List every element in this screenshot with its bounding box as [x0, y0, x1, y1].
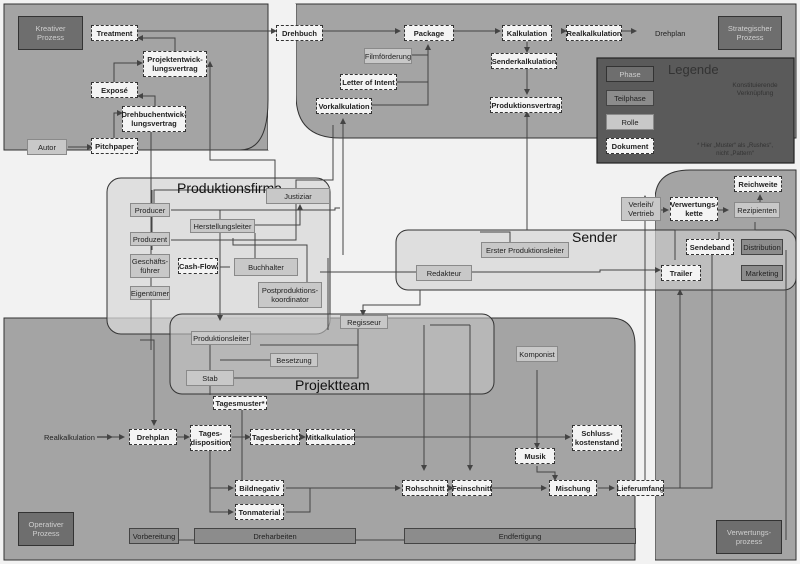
subphase-endfertigung: Endfertigung	[404, 528, 636, 544]
doc-mischung[interactable]: Mischung	[549, 480, 597, 496]
doc-drehbuchentwicklungsvertrag[interactable]: Drehbuchentwick- lungsvertrag	[122, 106, 187, 132]
region-label-verwertung: Verwertungs- prozess	[716, 520, 782, 554]
doc-tonmaterial[interactable]: Tonmaterial	[235, 504, 284, 520]
doc-verwertungskette[interactable]: Verwertungs- kette	[670, 197, 718, 221]
role-produzent[interactable]: Produzent	[130, 232, 170, 246]
legend-title: Legende	[668, 62, 719, 77]
doc-mitkalkulation[interactable]: Mitkalkulation	[306, 429, 356, 445]
role-filmfoerderung[interactable]: Filmförderung	[364, 48, 412, 64]
doc-tagesbericht[interactable]: Tagesbericht	[250, 429, 300, 445]
doc-schlusskostenstand[interactable]: Schluss- kostenstand	[572, 425, 622, 451]
role-besetzung[interactable]: Besetzung	[270, 353, 318, 367]
role-herstellungsleiter[interactable]: Herstellungsleiter	[190, 219, 255, 233]
role-verleih-vertrieb[interactable]: Verleih/ Vertrieb	[621, 197, 661, 221]
doc-realkalkulation[interactable]: Realkalkulation	[566, 25, 622, 41]
role-rezipienten[interactable]: Rezipienten	[734, 202, 780, 218]
doc-bildnegativ[interactable]: Bildnegativ	[235, 480, 284, 496]
role-buchhalter[interactable]: Buchhalter	[234, 258, 298, 276]
role-redakteur[interactable]: Redakteur	[416, 265, 472, 281]
group-title-produktionsfirma: Produktionsfirma	[177, 180, 283, 196]
doc-pitchpaper[interactable]: Pitchpaper	[91, 138, 138, 154]
label-realkalkulation-in: Realkalkulation	[44, 433, 95, 442]
role-producer[interactable]: Producer	[130, 203, 170, 217]
legend-dokument: Dokument	[606, 138, 654, 154]
role-stab[interactable]: Stab	[186, 370, 234, 386]
role-eigentuemer[interactable]: Eigentümer	[130, 286, 170, 300]
doc-treatment[interactable]: Treatment	[91, 25, 138, 41]
region-label-strategisch: Strategischer Prozess	[718, 16, 782, 50]
doc-tagesmuster[interactable]: Tagesmuster*	[213, 396, 267, 410]
subphase-dreharbeiten: Dreharbeiten	[194, 528, 356, 544]
doc-senderkalkulation[interactable]: Senderkalkulation	[491, 53, 557, 69]
role-postproduktionskoordinator[interactable]: Postproduktions- koordinator	[258, 282, 322, 308]
doc-cash-flow[interactable]: Cash-Flow	[178, 258, 218, 274]
legend-teilphase: Teilphase	[606, 90, 654, 106]
doc-drehplan[interactable]: Drehplan	[129, 429, 177, 445]
doc-produktionsvertrag[interactable]: Produktionsvertrag	[490, 97, 562, 113]
legend-phase: Phase	[606, 66, 654, 82]
doc-drehbuch[interactable]: Drehbuch	[276, 25, 323, 41]
doc-sendeband[interactable]: Sendeband	[686, 239, 734, 255]
legend-rolle: Rolle	[606, 114, 654, 130]
doc-kalkulation[interactable]: Kalkulation	[502, 25, 552, 41]
doc-projektentwicklungsvertrag[interactable]: Projektentwick- lungsvertrag	[143, 51, 207, 77]
subphase-marketing: Marketing	[741, 265, 783, 281]
region-label-operativ: Operativer Prozess	[18, 512, 74, 546]
doc-letter-of-intent[interactable]: Letter of Intent	[340, 74, 397, 90]
group-projektteam	[169, 313, 495, 395]
role-produktionsleiter[interactable]: Produktionsleiter	[191, 331, 251, 345]
role-autor[interactable]: Autor	[27, 139, 67, 155]
doc-trailer[interactable]: Trailer	[661, 265, 701, 281]
subphase-distribution: Distribution	[741, 239, 783, 255]
doc-package[interactable]: Package	[404, 25, 454, 41]
role-komponist[interactable]: Komponist	[516, 346, 558, 362]
doc-lieferumfang[interactable]: Lieferumfang	[617, 480, 664, 496]
legend-connection-label: Konstituierende Verknüpfung	[732, 82, 778, 97]
region-verwertung	[654, 169, 797, 561]
doc-expose[interactable]: Exposé	[91, 82, 138, 98]
role-geschaeftsfuehrer[interactable]: Geschäfts- führer	[130, 254, 170, 278]
doc-tagesdisposition[interactable]: Tages- disposition	[190, 425, 231, 451]
doc-vorkalkulation[interactable]: Vorkalkulation	[316, 98, 372, 114]
region-label-kreativ: Kreativer Prozess	[18, 16, 83, 50]
doc-reichweite[interactable]: Reichweite	[734, 176, 782, 192]
role-erster-produktionsleiter[interactable]: Erster Produktionsleiter	[481, 242, 569, 258]
group-title-sender: Sender	[572, 229, 618, 245]
label-drehplan-out: Drehplan	[655, 29, 686, 38]
group-title-projektteam: Projektteam	[295, 377, 370, 393]
doc-musik[interactable]: Musik	[515, 448, 555, 464]
role-justiziar[interactable]: Justiziar	[266, 188, 330, 204]
doc-rohschnitt[interactable]: Rohschnitt	[402, 480, 448, 496]
legend-footnote: * Hier „Muster“ als „Rushes“, nicht „Pat…	[696, 143, 773, 157]
doc-feinschnitt[interactable]: Feinschnitt	[452, 480, 492, 496]
subphase-vorbereitung: Vorbereitung	[129, 528, 179, 544]
role-regisseur[interactable]: Regisseur	[340, 315, 388, 329]
